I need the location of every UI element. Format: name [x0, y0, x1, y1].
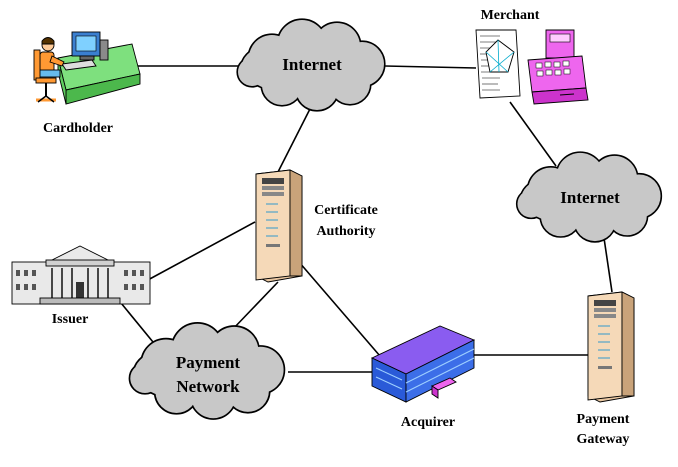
link-merchant-internet: [509, 101, 557, 167]
node-payment-gateway: Payment Gateway: [577, 291, 635, 447]
link-ca-acquirer: [298, 261, 381, 357]
cloud-label-line-1: Payment: [176, 353, 241, 372]
node-label: Merchant: [481, 8, 540, 23]
link-internet-ca: [277, 102, 314, 173]
cloud-internet-right: Internet: [515, 151, 663, 243]
link-internet-merchant: [384, 65, 477, 69]
cardholder-workstation-icon: [33, 31, 141, 105]
node-acquirer: Acquirer: [370, 325, 476, 430]
node-issuer: Issuer: [11, 245, 151, 327]
cloud-payment-network: Payment Network: [128, 322, 286, 420]
merchant-cash-register-icon: [475, 29, 589, 105]
node-label-line-2: Authority: [316, 224, 375, 239]
office-building-icon: [370, 325, 476, 403]
link-ca-payment-network: [231, 281, 279, 331]
node-merchant: Merchant: [475, 8, 589, 105]
cloud-internet-top: Internet: [236, 18, 386, 112]
connection-lines: [120, 65, 613, 373]
server-tower-icon: [255, 169, 303, 283]
node-label-line-2: Gateway: [577, 432, 630, 447]
node-certificate-authority: Certificate Authority: [255, 169, 378, 283]
node-label: Cardholder: [43, 121, 113, 136]
cloud-label: Internet: [282, 55, 342, 74]
node-label: Issuer: [52, 312, 89, 327]
node-label: Acquirer: [401, 415, 455, 430]
node-cardholder: Cardholder: [33, 31, 141, 136]
link-ca-issuer: [145, 221, 256, 282]
link-internet-gateway: [603, 237, 613, 293]
bank-building-icon: [11, 245, 151, 305]
cloud-label-line-2: Network: [176, 377, 240, 396]
cloud-label: Internet: [560, 188, 620, 207]
node-label-line-1: Payment: [577, 412, 630, 427]
node-label-line-1: Certificate: [314, 203, 378, 218]
server-tower-icon: [587, 291, 635, 403]
